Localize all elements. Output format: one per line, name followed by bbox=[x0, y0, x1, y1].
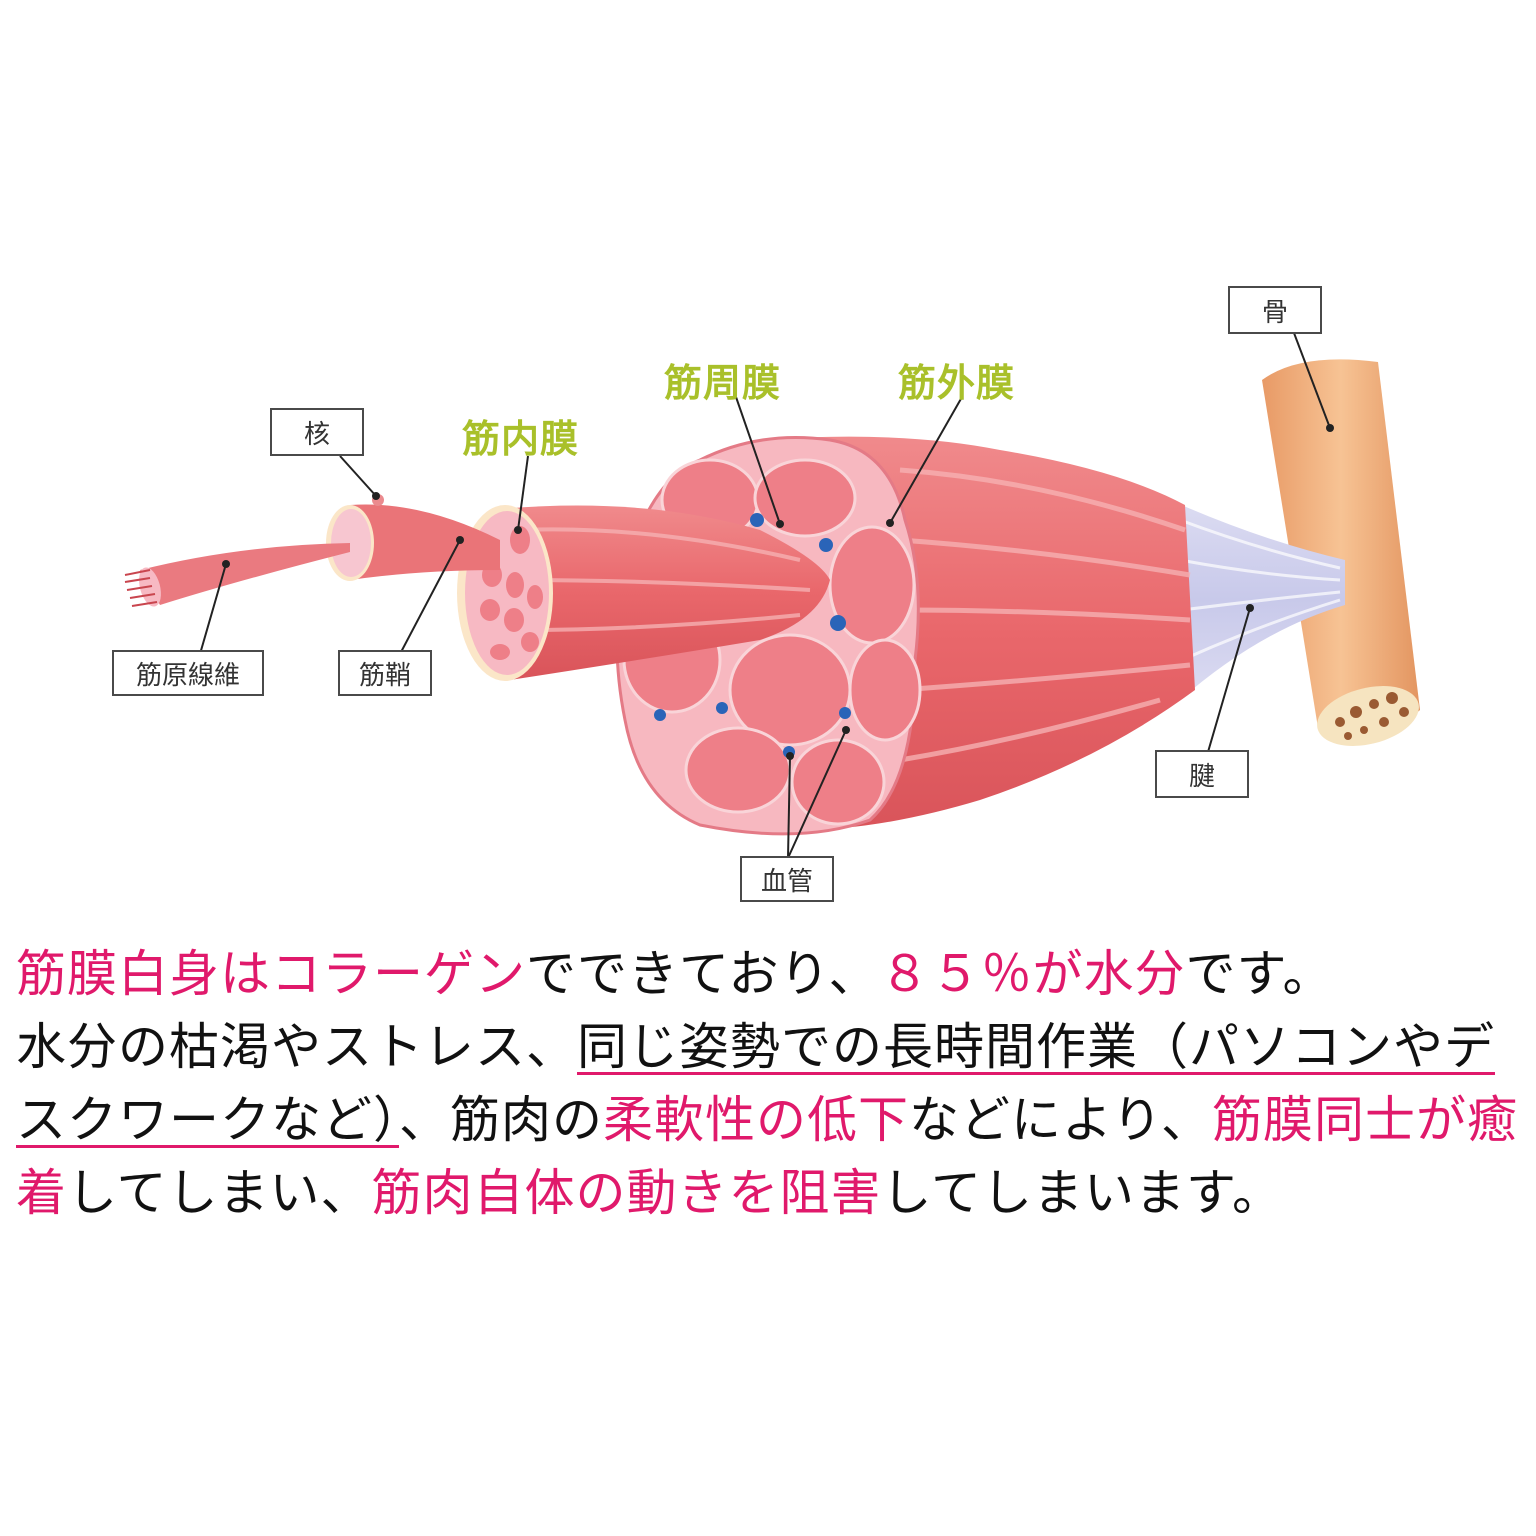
text-segment: でできており、 bbox=[526, 945, 880, 1003]
text-segment: してしまいます。 bbox=[881, 1164, 1283, 1222]
explanation-paragraph: 筋膜白身はコラーゲンでできており、８５％が水分です。水分の枯渇やストレス、同じ姿… bbox=[16, 938, 1526, 1230]
label-myofibril: 筋原線維 bbox=[112, 650, 264, 696]
text-segment: 水分の枯渇やストレス、 bbox=[16, 1018, 577, 1076]
bone bbox=[1262, 359, 1420, 746]
label-sarcolemma: 筋鞘 bbox=[338, 650, 432, 696]
label-endomysium: 筋内膜 bbox=[462, 417, 580, 461]
text-segment: 、筋肉の bbox=[399, 1091, 603, 1149]
label-nucleus: 核 bbox=[270, 408, 364, 456]
label-perimysium: 筋周膜 bbox=[664, 361, 782, 405]
text-segment: です。 bbox=[1185, 945, 1334, 1003]
text-segment: ８５％が水分 bbox=[879, 945, 1186, 1003]
underlined-text-segment: 同じ姿勢での長時間作業（パソコンやデスクワークなど） bbox=[16, 1018, 1495, 1149]
tendon bbox=[1170, 500, 1345, 700]
text-segment: してしまい、 bbox=[67, 1164, 372, 1222]
text-segment: 柔軟性の低下 bbox=[603, 1091, 909, 1149]
label-tendon: 腱 bbox=[1155, 750, 1249, 798]
text-segment: 筋肉自体の動きを阻害 bbox=[371, 1164, 882, 1222]
muscle-illustration bbox=[124, 332, 1420, 859]
muscle-structure-diagram: 核 筋原線維 筋鞘 血管 腱 骨 筋内膜 筋周膜 筋外膜 bbox=[112, 286, 1420, 902]
label-blood-vessel: 血管 bbox=[740, 856, 834, 902]
label-epimysium: 筋外膜 bbox=[898, 361, 1016, 405]
myofibril bbox=[124, 543, 350, 607]
text-segment: などにより、 bbox=[909, 1091, 1212, 1149]
label-bone: 骨 bbox=[1228, 286, 1322, 334]
text-segment: 筋膜白身はコラーゲン bbox=[16, 945, 526, 1003]
muscle-fiber bbox=[326, 494, 500, 581]
text-segment: 筋膜同士が癒着 bbox=[16, 1091, 1518, 1222]
leader-lines bbox=[199, 332, 1331, 859]
muscle-fascicle bbox=[457, 505, 830, 681]
leader-dots bbox=[222, 424, 1334, 760]
